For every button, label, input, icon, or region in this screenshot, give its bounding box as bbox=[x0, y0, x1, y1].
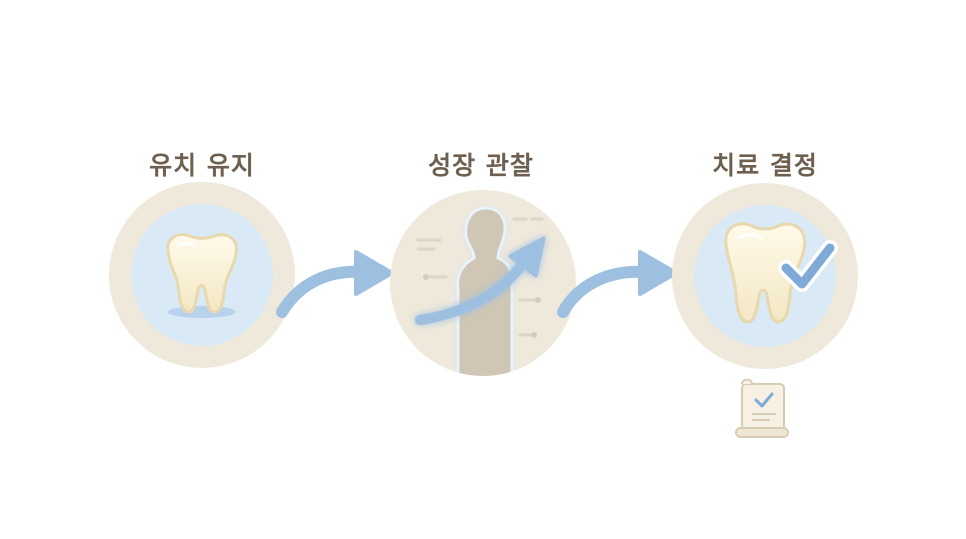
arrow-right-icon bbox=[276, 250, 394, 318]
document-check-icon bbox=[735, 378, 789, 438]
arrow-right-icon bbox=[557, 250, 678, 318]
step-title-keep-baby-tooth: 유치 유지 bbox=[149, 151, 255, 180]
tooth-icon bbox=[724, 222, 807, 324]
step-circle-keep-baby-tooth bbox=[109, 182, 295, 368]
growth-arrow-icon bbox=[415, 236, 546, 325]
checkmark-icon bbox=[778, 240, 838, 292]
step-circle-treatment-decision bbox=[672, 183, 858, 369]
step-title-treatment-decision: 치료 결정 bbox=[712, 151, 818, 180]
baby-tooth-icon bbox=[166, 233, 238, 314]
step-circle-observe-growth bbox=[390, 190, 576, 376]
step-title-observe-growth: 성장 관찰 bbox=[428, 151, 534, 180]
